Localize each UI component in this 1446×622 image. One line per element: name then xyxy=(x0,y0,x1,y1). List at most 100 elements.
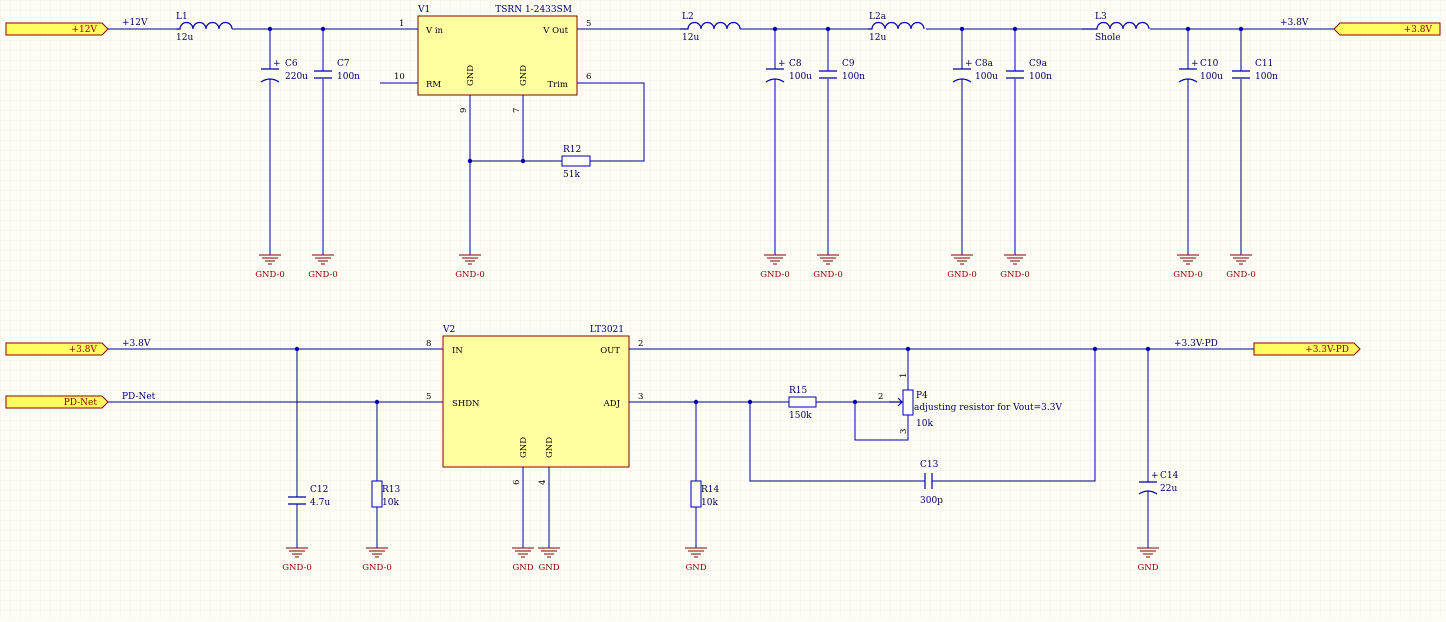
net-label-pd-net: PD-Net xyxy=(122,392,156,402)
V1-pin-rm: RM xyxy=(426,80,441,90)
port-38v-out-label: +3.8V xyxy=(1404,25,1433,35)
V2-pin8-num: 8 xyxy=(426,339,431,349)
capacitor-C11[interactable]: C11 100n xyxy=(1232,29,1278,255)
C12-value: 4.7u xyxy=(310,498,330,508)
V1-pin6-num: 6 xyxy=(586,72,591,82)
port-38v-out[interactable]: +3.8V xyxy=(1333,22,1441,36)
capacitor-C6[interactable]: + C6 220u xyxy=(260,29,308,255)
V2-pin3-num: 3 xyxy=(638,392,643,402)
V1-pin1-num: 1 xyxy=(399,19,404,29)
port-33v-pd[interactable]: +3.3V-PD xyxy=(1253,342,1361,356)
ground-label: GND xyxy=(512,563,533,573)
capacitor-C8[interactable]: + C8 100u xyxy=(765,29,812,255)
V1-pin-trim: Trim xyxy=(547,80,568,90)
net-label-12v: +12V xyxy=(122,18,148,28)
junction xyxy=(772,26,778,32)
V2-part: LT3021 xyxy=(590,325,624,335)
junction xyxy=(467,158,473,164)
port-12v[interactable]: +12V xyxy=(5,22,109,36)
resistor-R13[interactable]: R13 10k xyxy=(371,402,401,548)
resistor-R12[interactable]: R12 51k xyxy=(470,145,591,180)
C10-ref: C10 xyxy=(1200,59,1219,69)
port-38v-in[interactable]: +3.8V xyxy=(5,342,109,356)
R13-value: 10k xyxy=(382,498,399,508)
ground-symbol: GND-0 xyxy=(947,254,977,280)
net-label-33v: +3.3V-PD xyxy=(1174,339,1218,349)
ground-label: GND-0 xyxy=(1173,270,1202,280)
ground-label: GND-0 xyxy=(308,270,337,280)
net-label-38v-bottom: +3.8V xyxy=(122,339,151,349)
L2-value: 12u xyxy=(682,33,699,43)
inductor-L1[interactable]: L1 12u xyxy=(176,12,233,43)
ground-symbol: GND-0 xyxy=(760,254,790,280)
L2a-value: 12u xyxy=(869,33,886,43)
inductor-L3[interactable]: L3 Shole xyxy=(1082,12,1150,43)
V2-pin-adj: ADJ xyxy=(603,399,621,409)
port-38v-in-label: +3.8V xyxy=(69,345,98,355)
capacitor-C13[interactable]: C13 300p xyxy=(749,349,1096,506)
ground-label: GND xyxy=(538,563,559,573)
junction xyxy=(959,26,965,32)
ground-label: GND xyxy=(1137,563,1158,573)
capacitor-C7[interactable]: C7 100n xyxy=(314,29,360,255)
capacitor-C9[interactable]: C9 100n xyxy=(819,29,865,255)
V2-pin-gnd-b: GND xyxy=(545,437,555,458)
potentiometer-P4[interactable]: P4 adjusting resistor for Vout=3.3V 10k … xyxy=(878,373,1062,434)
ground-symbol: GND-0 xyxy=(1226,254,1256,280)
R13-ref: R13 xyxy=(382,485,401,495)
C7-value: 100n xyxy=(337,72,360,82)
C9a-ref: C9a xyxy=(1029,59,1048,69)
junction xyxy=(520,158,526,164)
P4-pin3-num: 3 xyxy=(899,429,909,434)
C8a-ref: C8a xyxy=(975,59,994,69)
capacitor-C8a[interactable]: + C8a 100u xyxy=(952,29,998,255)
port-pd-net[interactable]: PD-Net xyxy=(5,395,109,409)
R12-ref: R12 xyxy=(563,145,581,155)
P4-note: adjusting resistor for Vout=3.3V xyxy=(914,403,1062,413)
V2-pin5-num: 5 xyxy=(426,392,431,402)
V1-part: TSRN 1-2433SM xyxy=(495,5,572,15)
ground-symbol: GND-0 xyxy=(362,547,392,573)
capacitor-C10[interactable]: + C10 100u xyxy=(1178,29,1223,255)
ground-label: GND-0 xyxy=(760,270,789,280)
capacitor-C14[interactable]: + C14 22u xyxy=(1138,349,1179,548)
C12-ref: C12 xyxy=(310,485,328,495)
inductor-L2[interactable]: L2 12u xyxy=(680,12,741,43)
resistor-R14[interactable]: R14 10k xyxy=(690,402,720,548)
ground-symbol: GND-0 xyxy=(1000,254,1030,280)
C14-ref: C14 xyxy=(1160,471,1179,481)
V1-pin-gnd-b: GND xyxy=(519,65,529,86)
V1-pin9-num: 9 xyxy=(459,108,469,113)
ground-label: GND-0 xyxy=(1000,270,1029,280)
V1-pin7-num: 7 xyxy=(512,108,522,113)
V1-pin-vin: V in xyxy=(425,26,444,36)
junction xyxy=(320,26,326,32)
regulator-V2[interactable]: V2 LT3021 IN OUT SHDN ADJ GND GND xyxy=(442,325,630,468)
C9-value: 100n xyxy=(842,72,865,82)
capacitor-C12[interactable]: C12 4.7u xyxy=(288,349,330,548)
L1-ref: L1 xyxy=(176,12,188,22)
P4-pin2-num: 2 xyxy=(878,392,883,402)
wire-input-rails xyxy=(108,348,443,403)
C6-ref: C6 xyxy=(285,59,298,69)
port-pd-net-label: PD-Net xyxy=(64,398,98,408)
ground-symbol: GND-0 xyxy=(813,254,843,280)
C7-ref: C7 xyxy=(337,59,350,69)
port-33v-pd-label: +3.3V-PD xyxy=(1305,345,1349,355)
V2-pin-shdn: SHDN xyxy=(452,399,480,409)
C13-value: 300p xyxy=(920,496,943,506)
R14-value: 10k xyxy=(701,498,718,508)
V2-pin-gnd-a: GND xyxy=(519,437,529,458)
V2-pin-in: IN xyxy=(452,346,463,356)
inductor-L2a[interactable]: L2a 12u xyxy=(868,12,925,43)
C6-value: 220u xyxy=(285,72,308,82)
net-label-38v-top: +3.8V xyxy=(1280,18,1309,28)
junction xyxy=(1185,26,1191,32)
C8-plus: + xyxy=(778,59,786,69)
ground-symbol: GND xyxy=(512,547,534,573)
regulator-V1[interactable]: V1 TSRN 1-2433SM V in V Out RM Trim GND … xyxy=(417,5,578,96)
ground-label: GND-0 xyxy=(947,270,976,280)
capacitor-C9a[interactable]: C9a 100n xyxy=(1006,29,1052,255)
